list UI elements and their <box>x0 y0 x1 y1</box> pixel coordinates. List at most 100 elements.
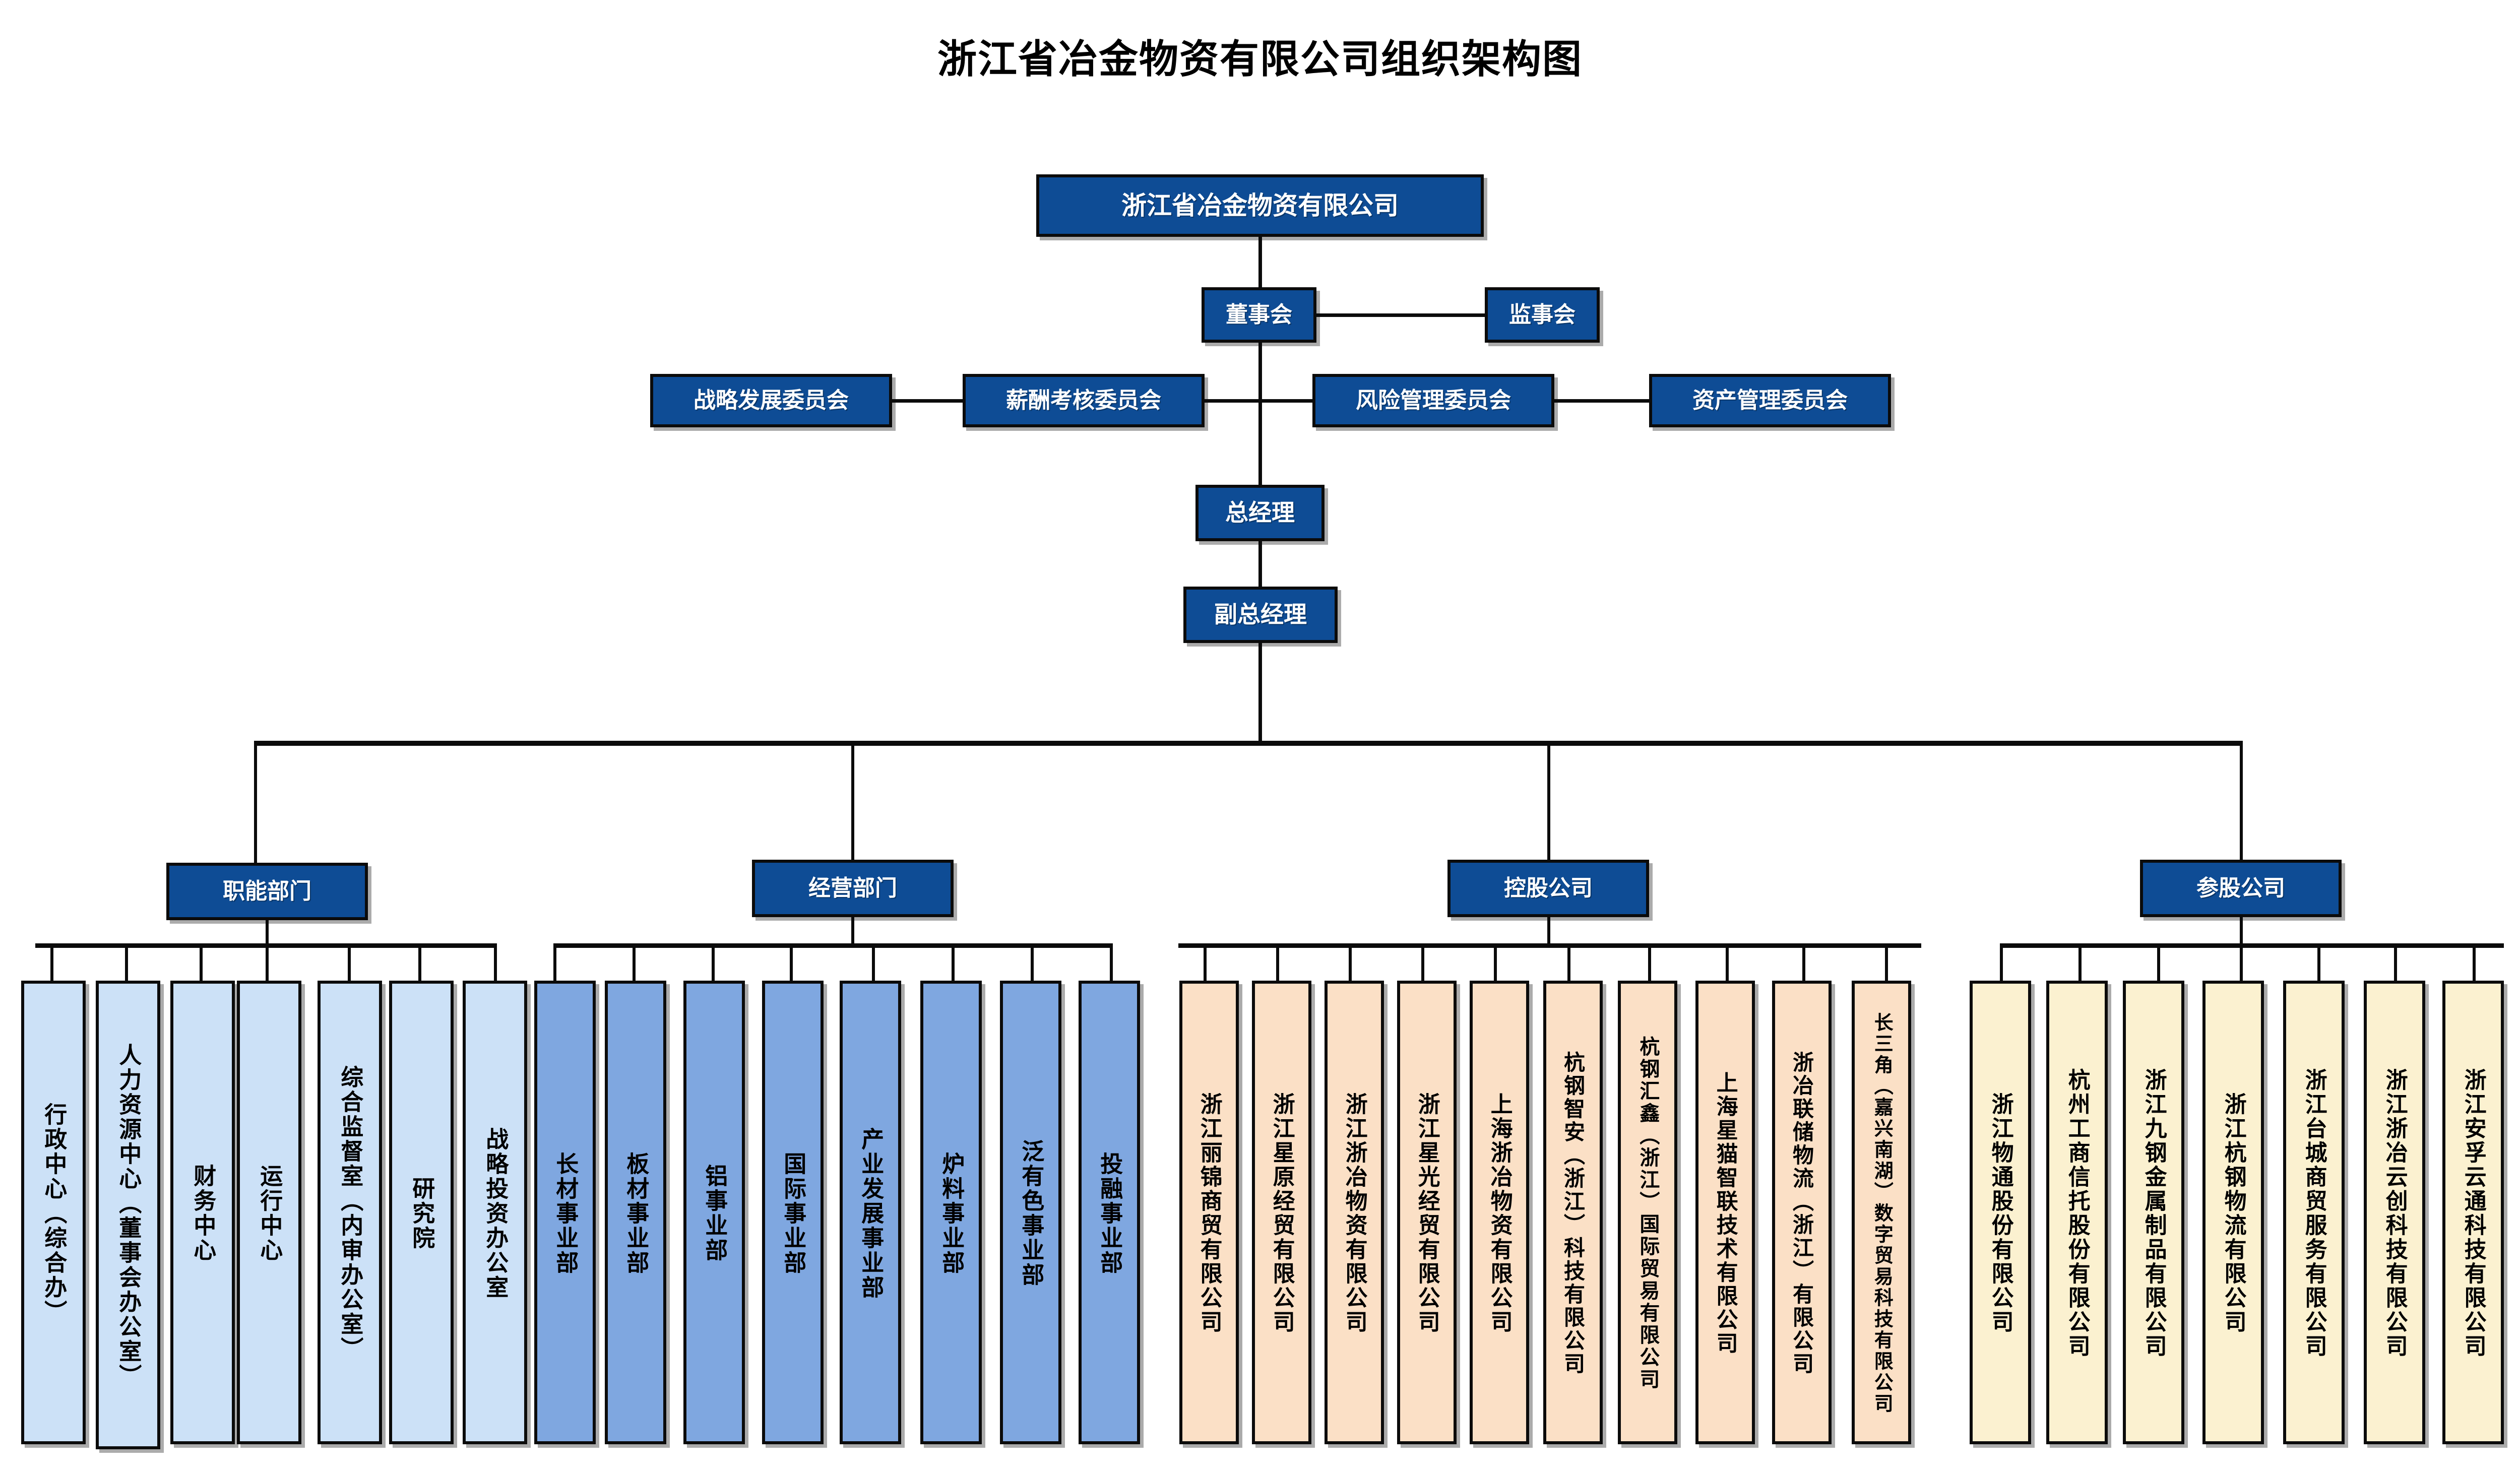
node-holding-leaf: 上海浙冶物资有限公司 <box>1470 981 1529 1444</box>
page-title: 浙江省冶金物资有限公司组织架构图 <box>937 37 1583 81</box>
node-holding-leaf: 浙江星光经贸有限公司 <box>1397 981 1457 1444</box>
leaf-label: 浙江星原经贸有限公司 <box>1269 1093 1294 1334</box>
leaf-label: 炉料事业部 <box>938 1151 965 1275</box>
node-group-holding-label: 控股公司 <box>1504 876 1593 901</box>
node-group-equity-label: 参股公司 <box>2196 876 2285 901</box>
node-holding-leaf: 浙江浙冶物资有限公司 <box>1325 981 1384 1444</box>
connector-deputy-to-main-bus <box>1258 643 1262 744</box>
node-company: 浙江省冶金物资有限公司 <box>1036 174 1484 237</box>
leaf-label: 国际事业部 <box>780 1151 806 1275</box>
node-group-functional: 职能部门 <box>166 863 368 920</box>
node-committee-asset: 资产管理委员会 <box>1649 374 1891 427</box>
drop-business-2 <box>633 943 636 983</box>
node-equity-leaf: 浙江台城商贸服务有限公司 <box>2283 981 2345 1444</box>
node-equity-leaf: 杭州工商信托股份有限公司 <box>2046 981 2108 1444</box>
drop-equity-2 <box>2078 943 2082 983</box>
main-horizontal-bus <box>254 741 2243 746</box>
leaf-label: 杭钢智安（浙江）科技有限公司 <box>1561 1051 1585 1376</box>
leaf-label: 浙江星光经贸有限公司 <box>1414 1093 1439 1334</box>
leaf-label: 浙江物通股份有限公司 <box>1988 1093 2013 1334</box>
leaf-label: 浙江九钢金属制品有限公司 <box>2141 1068 2166 1359</box>
leaf-label: 泛有色事业部 <box>1018 1139 1044 1288</box>
leaf-label: 上海星猫智联技术有限公司 <box>1713 1071 1738 1356</box>
leaf-label: 板材事业部 <box>623 1151 649 1275</box>
connector-bus-to-holding <box>1547 741 1550 862</box>
leaf-label: 上海浙冶物资有限公司 <box>1487 1093 1512 1334</box>
connector-board-to-committees <box>1258 343 1262 392</box>
node-business-leaf: 长材事业部 <box>534 981 596 1444</box>
leaf-label: 浙江丽锦商贸有限公司 <box>1196 1093 1222 1334</box>
leaf-label: 浙江浙冶物资有限公司 <box>1342 1093 1367 1334</box>
drop-functional-5 <box>348 943 351 983</box>
node-equity-leaf: 浙江杭钢物流有限公司 <box>2202 981 2264 1444</box>
drop-functional-6 <box>418 943 421 983</box>
node-functional-leaf: 战略投资办公室 <box>463 981 527 1444</box>
node-company-label: 浙江省冶金物资有限公司 <box>1121 191 1399 220</box>
drop-equity-7 <box>2473 943 2476 983</box>
leaf-label: 杭州工商信托股份有限公司 <box>2064 1068 2090 1359</box>
leaf-label: 运行中心 <box>257 1164 283 1263</box>
node-deputy-gm-label: 副总经理 <box>1214 601 1307 628</box>
drop-functional-3 <box>200 943 203 983</box>
connector-bus-to-business <box>851 741 854 862</box>
node-committee-compensation-label: 薪酬考核委员会 <box>1006 388 1161 413</box>
node-group-business-label: 经营部门 <box>808 876 897 901</box>
connector-bus-to-equity <box>2240 741 2243 862</box>
node-committee-risk: 风险管理委员会 <box>1312 374 1554 427</box>
drop-business-7 <box>1031 943 1034 983</box>
drop-equity-1 <box>2000 943 2003 983</box>
node-deputy-general-manager: 副总经理 <box>1183 587 1338 643</box>
leaf-label: 浙江浙冶云创科技有限公司 <box>2382 1068 2407 1359</box>
drop-business-6 <box>952 943 955 983</box>
drop-equity-5 <box>2317 943 2320 983</box>
node-business-leaf: 泛有色事业部 <box>1000 981 1061 1444</box>
node-board: 董事会 <box>1202 287 1316 343</box>
leaf-label: 人力资源中心（董事会办公室） <box>115 1043 142 1389</box>
connector-committee-1-2 <box>892 399 963 403</box>
connector-company-to-board <box>1258 237 1262 287</box>
node-holding-leaf: 上海星猫智联技术有限公司 <box>1695 981 1755 1444</box>
leaf-label: 长三角（嘉兴南湖）数字贸易科技有限公司 <box>1871 1012 1893 1415</box>
leaf-label: 铝事业部 <box>702 1164 728 1263</box>
drop-business-5 <box>872 943 875 983</box>
connector-bus-to-functional <box>254 741 257 866</box>
drop-holding-2 <box>1276 943 1279 983</box>
drop-holding-10 <box>1885 943 1888 983</box>
drop-holding-1 <box>1204 943 1207 983</box>
node-functional-leaf: 人力资源中心（董事会办公室） <box>96 981 160 1449</box>
node-holding-leaf: 杭钢智安（浙江）科技有限公司 <box>1543 981 1603 1444</box>
node-general-manager: 总经理 <box>1195 485 1325 541</box>
bus-business <box>553 943 1113 948</box>
drop-equity-3 <box>2157 943 2160 983</box>
node-business-leaf: 产业发展事业部 <box>840 981 901 1444</box>
node-board-label: 董事会 <box>1226 302 1292 328</box>
connector-functional-header-down <box>266 920 269 945</box>
drop-holding-8 <box>1726 943 1729 983</box>
bus-equity <box>2000 943 2504 948</box>
drop-holding-5 <box>1494 943 1497 983</box>
connector-holding-header-down <box>1547 917 1550 945</box>
node-holding-leaf: 浙冶联储物流（浙江）有限公司 <box>1772 981 1832 1444</box>
node-holding-leaf: 浙江丽锦商贸有限公司 <box>1179 981 1239 1444</box>
drop-holding-9 <box>1802 943 1805 983</box>
node-functional-leaf: 行政中心（综合办） <box>21 981 86 1444</box>
drop-functional-1 <box>50 943 53 983</box>
drop-holding-6 <box>1567 943 1570 983</box>
node-business-leaf: 投融事业部 <box>1079 981 1140 1444</box>
node-group-business: 经营部门 <box>752 860 954 917</box>
connector-committee-3-4 <box>1554 399 1649 403</box>
node-committee-compensation: 薪酬考核委员会 <box>963 374 1205 427</box>
node-group-functional-label: 职能部门 <box>223 879 311 904</box>
leaf-label: 财务中心 <box>190 1164 216 1263</box>
leaf-label: 浙江安孚云通科技有限公司 <box>2461 1068 2486 1359</box>
drop-business-4 <box>790 943 793 983</box>
connector-board-to-supervisors <box>1316 313 1485 317</box>
connector-business-header-down <box>851 917 854 945</box>
node-functional-leaf: 运行中心 <box>237 981 301 1444</box>
node-supervisors: 监事会 <box>1485 287 1600 343</box>
leaf-label: 投融事业部 <box>1097 1151 1123 1275</box>
drop-business-3 <box>712 943 715 983</box>
drop-business-8 <box>1110 943 1113 983</box>
node-business-leaf: 国际事业部 <box>762 981 824 1444</box>
